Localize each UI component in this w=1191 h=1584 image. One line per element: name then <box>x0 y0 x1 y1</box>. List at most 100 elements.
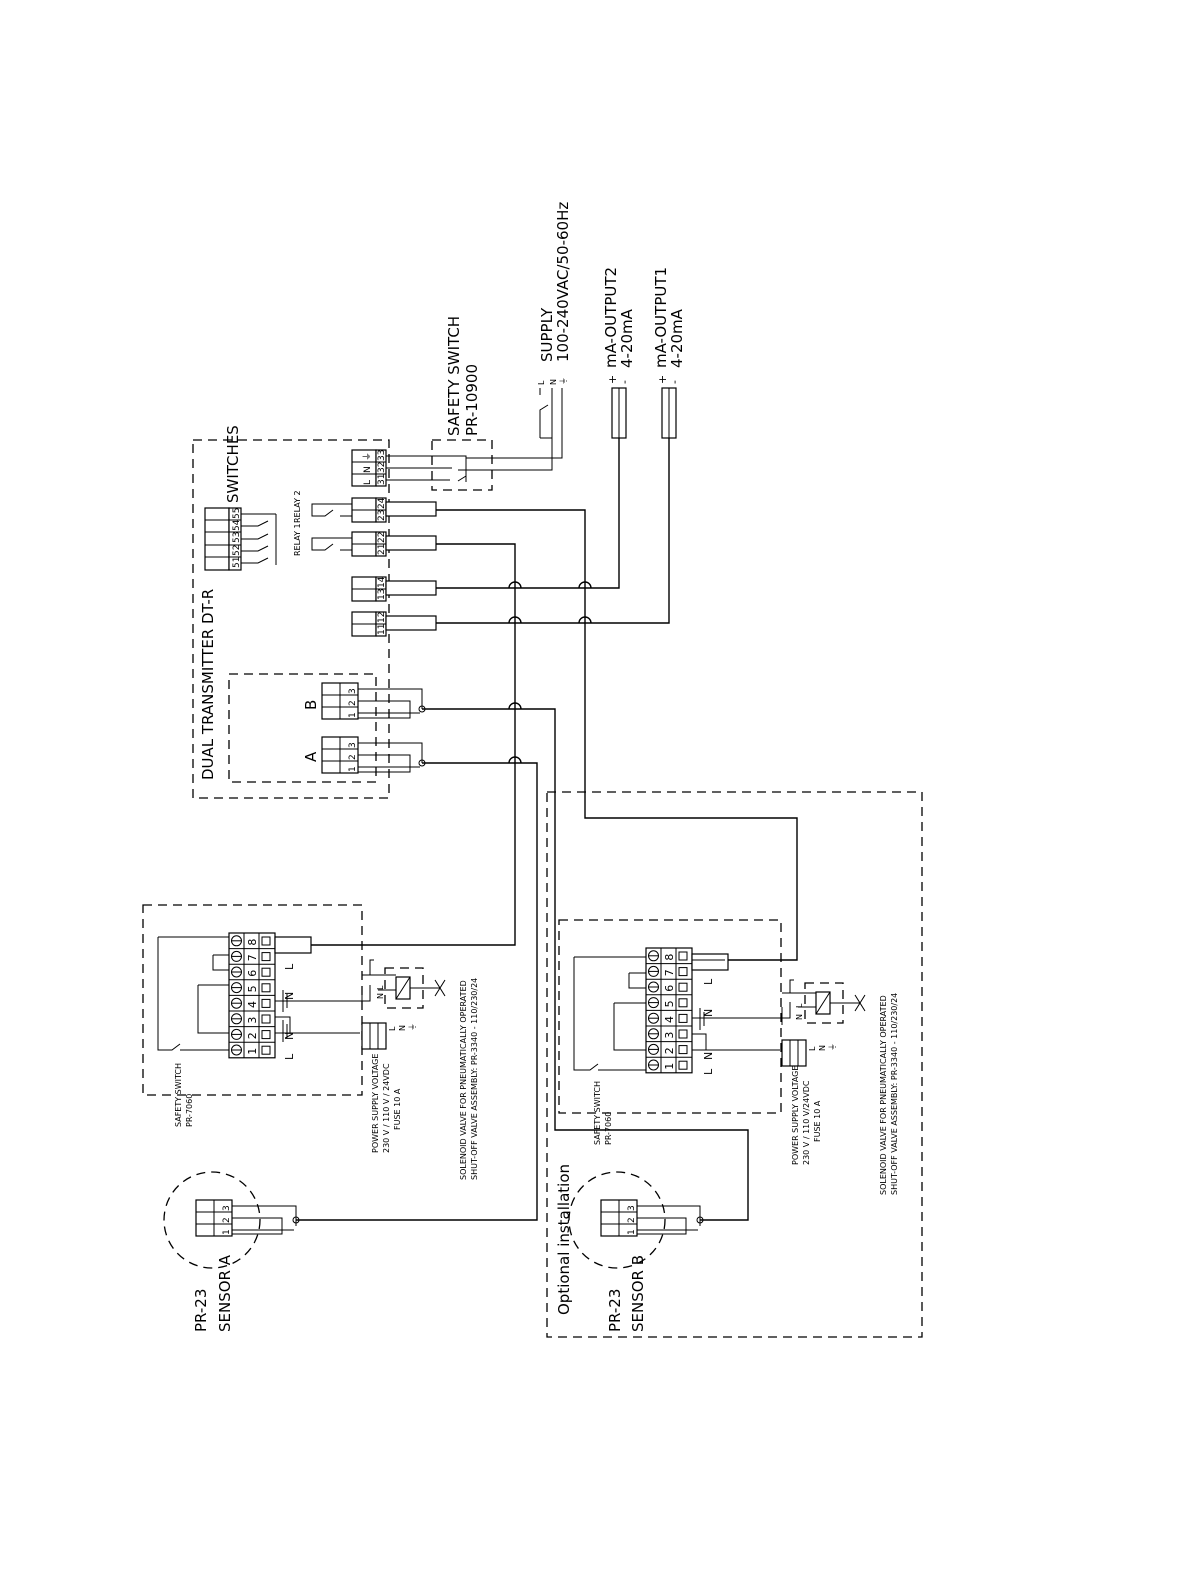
washer-unit-a-box <box>142 904 363 1096</box>
output1-line1: mA-OUTPUT1 <box>652 267 670 368</box>
svg-text:31: 31 <box>377 474 387 485</box>
svg-text:22: 22 <box>377 532 387 543</box>
terminal-screw <box>231 997 242 1009</box>
switch-terminals: 55 54 53 52 51 <box>204 507 277 571</box>
terminal-number: 4 <box>246 1001 259 1008</box>
optional-installation-box <box>546 791 923 1338</box>
sensor-b-model: PR-23 <box>606 1289 624 1332</box>
terminal-screw <box>231 982 242 994</box>
svg-text:N: N <box>702 1052 715 1060</box>
svg-text:2: 2 <box>627 1217 637 1223</box>
terminal-screw <box>231 950 242 962</box>
svg-text:N: N <box>702 1009 715 1017</box>
svg-text:L: L <box>388 1026 397 1031</box>
optional-label: Optional installation <box>555 1164 573 1315</box>
svg-text:L: L <box>702 1068 715 1075</box>
sensor-b-outline <box>568 1171 666 1269</box>
switches-label: SWITCHES <box>224 425 242 503</box>
terminal-number: 2 <box>663 1047 676 1054</box>
svg-text:23: 23 <box>377 510 387 521</box>
svg-text:3: 3 <box>348 742 358 748</box>
svg-text:L: L <box>702 978 715 985</box>
psu-a-line2: 230 V / 110 V / 24VDC <box>382 1063 391 1153</box>
supply-terminals: 33 32 31 ⏚ N L <box>351 449 387 487</box>
svg-text:+: + <box>606 375 619 384</box>
svg-text:12: 12 <box>377 612 387 623</box>
svg-text:33: 33 <box>377 450 387 461</box>
svg-text:L: L <box>363 480 373 485</box>
terminal-screw <box>231 1028 242 1040</box>
terminal-screw <box>648 997 659 1009</box>
input-box <box>228 673 377 783</box>
terminal-number: 6 <box>663 985 676 992</box>
svg-text:L: L <box>537 380 546 385</box>
terminal-screw <box>648 965 659 977</box>
terminal-number: 8 <box>246 939 259 946</box>
relay1-label: RELAY 1 <box>293 523 302 556</box>
psu-a-line1: POWER SUPPLY VOLTAGE <box>371 1054 380 1153</box>
input-a-terminals: 3 2 1 <box>321 736 359 774</box>
terminal-number: 3 <box>663 1032 676 1039</box>
safety-switch-a-label: SAFETY SWITCH <box>174 1063 183 1127</box>
psu-b-line3: FUSE 10 A <box>813 1100 822 1142</box>
svg-text:21: 21 <box>377 544 387 555</box>
svg-text:53: 53 <box>232 532 242 543</box>
svg-text:N: N <box>818 1045 827 1051</box>
svg-text:24: 24 <box>377 497 387 509</box>
sensor-b-name: SENSOR B <box>629 1255 647 1332</box>
sensor-a-name: SENSOR A <box>216 1254 234 1332</box>
sensor-b-terminals: 3 2 1 <box>600 1199 704 1237</box>
terminal-number: 7 <box>663 969 676 976</box>
transmitter-title: DUAL TRANSMITTER DT-R <box>199 589 217 780</box>
sensor-a-model: PR-23 <box>192 1289 210 1332</box>
svg-text:+: + <box>656 375 669 384</box>
svg-text:⏚: ⏚ <box>559 377 568 385</box>
svg-text:L: L <box>376 985 385 990</box>
svg-text:3: 3 <box>627 1205 637 1211</box>
psu-a-line3: FUSE 10 A <box>393 1088 402 1130</box>
svg-text:L: L <box>795 1003 804 1008</box>
terminals-13-14: 14 13 <box>351 576 437 602</box>
valve-a-line1: SOLENOID VALVE FOR PNEUMATICALLY OPERATE… <box>459 980 468 1180</box>
svg-text:3: 3 <box>222 1205 232 1211</box>
svg-text:2: 2 <box>222 1217 232 1223</box>
safety-switch-b-label: SAFETY SWITCH <box>593 1081 602 1145</box>
svg-text:N: N <box>795 1014 804 1020</box>
sensor-a-outline <box>163 1171 261 1269</box>
svg-text:11: 11 <box>377 624 387 635</box>
terminal-number: 3 <box>246 1017 259 1024</box>
terminal-screw <box>648 1028 659 1040</box>
terminal-screw <box>231 966 242 978</box>
terminal-screw <box>231 935 242 947</box>
terminal-screw <box>648 1043 659 1055</box>
terminal-screw <box>648 981 659 993</box>
svg-text:52: 52 <box>232 545 242 556</box>
svg-text:L: L <box>283 1053 296 1060</box>
svg-text:N: N <box>549 379 558 385</box>
output2-line1: mA-OUTPUT2 <box>602 267 620 368</box>
svg-text:13: 13 <box>377 589 387 600</box>
svg-text:L: L <box>808 1046 817 1051</box>
svg-text:N: N <box>283 992 296 1000</box>
terminal-number: 2 <box>246 1032 259 1039</box>
svg-text:32: 32 <box>377 462 387 473</box>
svg-text:1: 1 <box>348 712 358 718</box>
svg-text:2: 2 <box>348 700 358 706</box>
svg-text:3: 3 <box>348 688 358 694</box>
svg-text:55: 55 <box>232 508 242 519</box>
svg-text:⏚: ⏚ <box>408 1023 417 1031</box>
svg-text:⏚: ⏚ <box>362 452 373 461</box>
svg-text:1: 1 <box>627 1229 637 1235</box>
supply-line2: 100-240VAC/50-60Hz <box>554 202 572 362</box>
input-b-terminals: 3 2 1 <box>321 682 359 720</box>
safety-switch-main-box <box>431 439 493 491</box>
terminals-11-12: 12 11 <box>351 611 437 637</box>
safety-switch-main-line1: SAFETY SWITCH <box>445 316 463 436</box>
terminal-number: 6 <box>246 970 259 977</box>
terminal-number: 5 <box>663 1000 676 1007</box>
psu-b-line1: POWER SUPPLY VOLTAGE <box>791 1066 800 1165</box>
terminal-screw <box>231 1044 242 1056</box>
output1-line2: 4-20mA <box>668 308 686 368</box>
